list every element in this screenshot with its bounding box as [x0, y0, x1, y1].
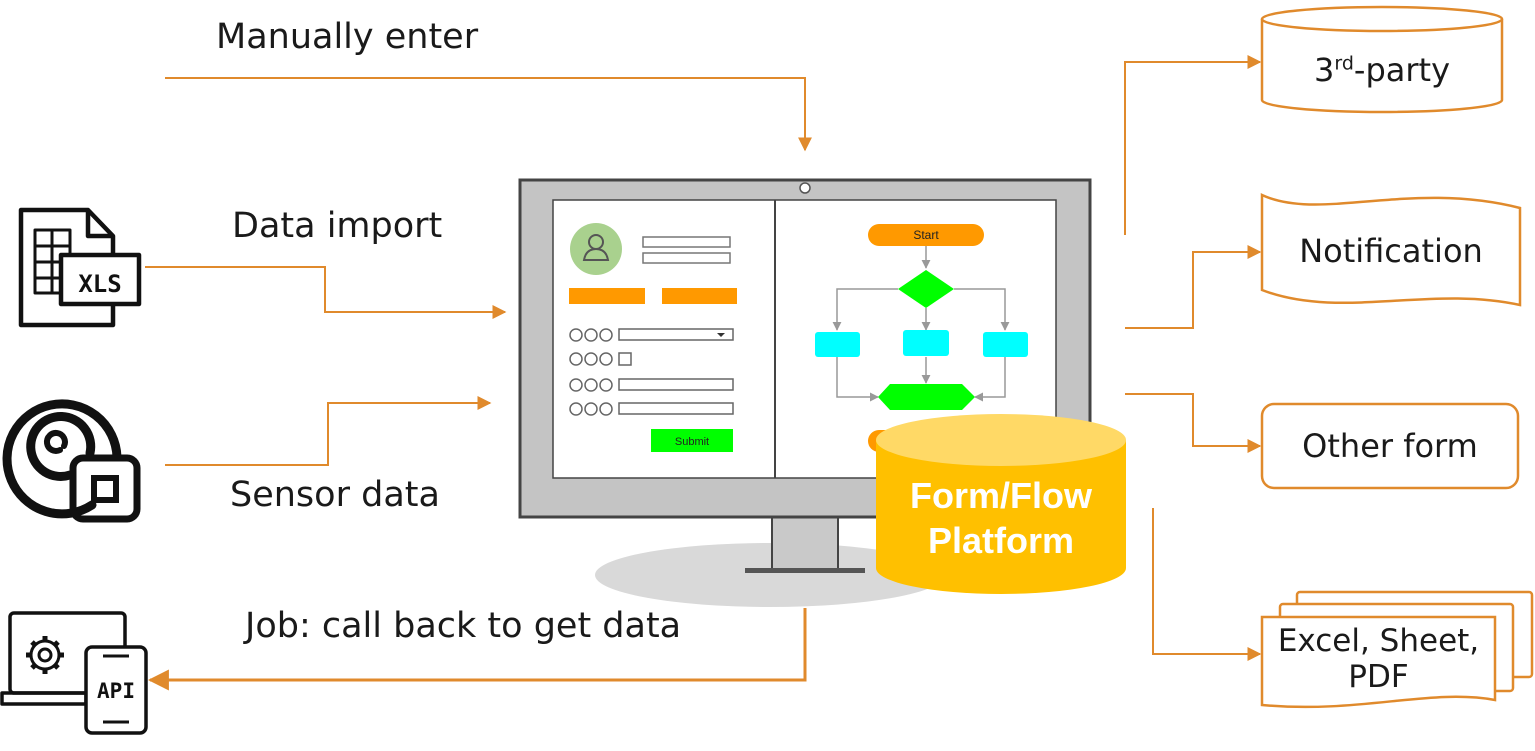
flow-start-label: Start [913, 228, 939, 242]
sensor-icon [2, 399, 141, 523]
platform-label-line2: Platform [928, 520, 1074, 561]
user-icon [582, 234, 610, 261]
third-party-cylinder-top [1260, 5, 1504, 33]
form-field-top-1 [642, 236, 731, 248]
monitor-stand-base [745, 568, 865, 573]
submit-button-label: Submit [675, 436, 709, 448]
xls-file-icon [18, 207, 142, 328]
label-other-form: Other form [1302, 427, 1478, 465]
callback-connector [147, 608, 807, 691]
platform-database: Form/Flow Platform [876, 414, 1126, 594]
third-party-base: 3 [1313, 51, 1335, 89]
flow-process-node-2 [903, 330, 949, 356]
xls-icon-label: XLS [78, 270, 121, 298]
flow-process-node-1 [815, 332, 860, 357]
select-caret-icon [717, 333, 725, 337]
monitor-shadow [595, 543, 945, 607]
gear-icon [26, 636, 64, 674]
api-device-icon [0, 611, 148, 735]
export-connector [1152, 508, 1262, 661]
manual-entry-connector [165, 77, 812, 152]
other-form-connector [1125, 393, 1262, 453]
third-party-cylinder [1260, 19, 1504, 114]
radio-row-3 [569, 378, 734, 392]
label-sensor-data: Sensor data [230, 475, 440, 515]
webcam-dot [799, 182, 811, 194]
label-export: Excel, Sheet, PDF [1262, 623, 1495, 695]
label-manual-enter: Manually enter [216, 17, 479, 57]
form-action-button-1 [569, 288, 645, 304]
label-job-callback: Job: call back to get data [245, 606, 682, 646]
label-notification: Notification [1299, 232, 1483, 270]
submit-button-shape [651, 429, 733, 452]
radio-row-4 [569, 402, 734, 416]
label-export-line1: Excel, Sheet, [1277, 623, 1480, 659]
other-form-box [1260, 402, 1520, 490]
monitor-stand-neck [771, 516, 839, 573]
third-party-connector [1124, 55, 1262, 235]
notification-document [1260, 193, 1522, 307]
flow-process-node-3 [983, 332, 1028, 357]
notification-connector [1125, 245, 1262, 329]
flow-decision-node [898, 270, 954, 308]
data-import-connector [145, 266, 507, 319]
api-icon-label: API [97, 679, 135, 703]
platform-label-line1: Form/Flow [910, 475, 1093, 516]
form-field-top-2 [642, 252, 731, 264]
flow-merge-node [878, 384, 975, 410]
export-doc-front [1260, 615, 1497, 709]
label-third-party: 3rd-party [1262, 52, 1502, 89]
label-export-line2: PDF [1348, 658, 1409, 695]
sensor-data-connector [165, 396, 492, 466]
flow-start-node [868, 224, 984, 246]
third-party-sup: rd [1334, 52, 1354, 75]
radio-row-2 [569, 352, 632, 366]
third-party-rest: -party [1353, 51, 1450, 89]
radio-row-1 [569, 328, 734, 342]
form-action-button-2 [662, 288, 737, 304]
label-data-import: Data import [232, 206, 443, 246]
